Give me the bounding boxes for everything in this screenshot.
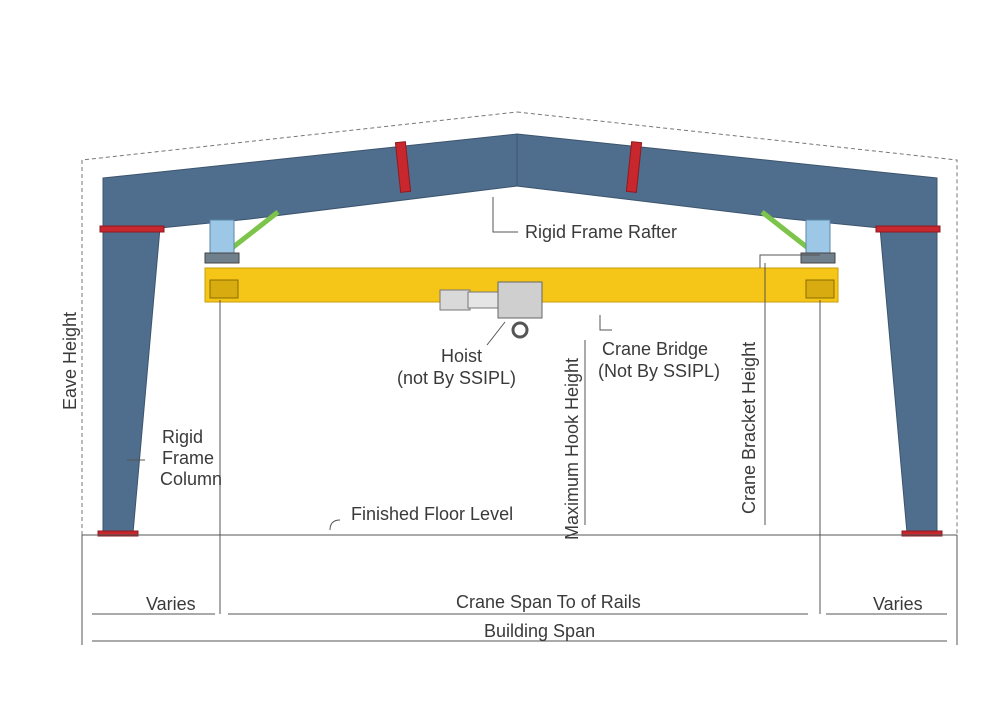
label-eave-height: Eave Height (60, 312, 80, 410)
splice-plate-left-knee (99, 225, 165, 233)
rail-beam-left (204, 252, 240, 264)
label-crane-bridge-1: Crane Bridge (602, 339, 708, 359)
leader-floor (329, 519, 341, 531)
brace-left (230, 210, 280, 250)
splice-plate-right-knee (875, 225, 941, 233)
label-varies-right: Varies (873, 594, 923, 614)
crane-bracket-left (209, 219, 235, 255)
eave-envelope-left (81, 111, 518, 535)
label-crane-span: Crane Span To of Rails (456, 592, 641, 612)
rail-beam-right (800, 252, 836, 264)
leader-rafter (492, 197, 518, 233)
label-column-3: Column (160, 469, 222, 489)
base-plate-right (901, 530, 943, 537)
label-max-hook-height: Maximum Hook Height (562, 358, 582, 540)
rafter-left (102, 133, 518, 232)
label-varies-left: Varies (146, 594, 196, 614)
end-truck-left (209, 279, 239, 299)
column-left (102, 227, 161, 534)
eave-envelope-right (516, 111, 958, 535)
label-crane-bracket-height: Crane Bracket Height (739, 342, 759, 514)
label-column-1: Rigid (162, 427, 203, 447)
label-hoist-2: (not By SSIPL) (397, 368, 516, 388)
label-crane-bridge-2: (Not By SSIPL) (598, 361, 720, 381)
label-building-span: Building Span (484, 621, 595, 641)
hoist-motor (439, 289, 471, 311)
label-hoist-1: Hoist (441, 346, 482, 366)
leader-bridge-2 (599, 315, 612, 331)
leader-bridge (759, 254, 820, 268)
label-column-2: Frame (162, 448, 214, 468)
rafter-right (516, 133, 938, 232)
label-finished-floor: Finished Floor Level (351, 504, 513, 524)
label-rafter: Rigid Frame Rafter (525, 222, 677, 242)
end-truck-right (805, 279, 835, 299)
crane-bracket-right (805, 219, 831, 255)
splice-plate-rafter-left (394, 141, 412, 193)
base-plate-left (97, 530, 139, 537)
brace-right (760, 210, 810, 250)
leader-hoist (486, 321, 506, 346)
column-right (879, 227, 938, 534)
hoist-drum (467, 291, 499, 309)
splice-plate-rafter-right (625, 141, 643, 193)
hoist-body (497, 281, 543, 319)
hoist-hook (511, 321, 529, 339)
